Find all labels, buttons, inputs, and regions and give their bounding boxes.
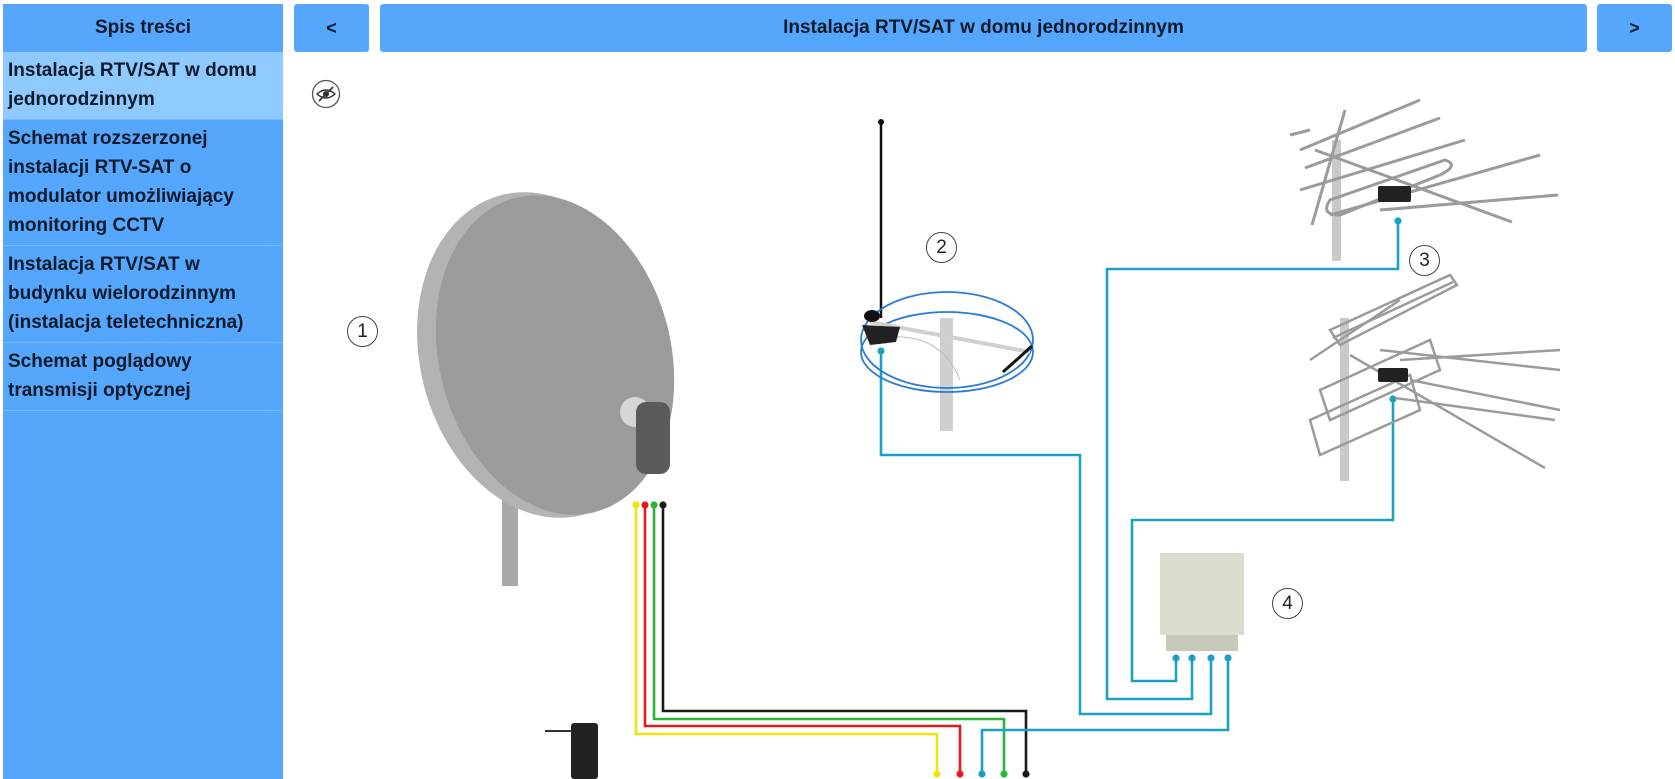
grid-antenna <box>1308 273 1561 481</box>
marker-3: 3 <box>1409 245 1440 276</box>
toc-item-4[interactable]: Schemat poglądowy transmisji optycznej <box>3 343 283 411</box>
toc-item-3[interactable]: Instalacja RTV/SAT w budynku wielorodzin… <box>3 246 283 343</box>
dvbt-antenna <box>860 119 1034 431</box>
prev-button[interactable]: < <box>294 4 369 52</box>
page-title: Instalacja RTV/SAT w domu jednorodzinnym <box>380 4 1587 52</box>
toc-item-1[interactable]: Instalacja RTV/SAT w domu jednorodzinnym <box>3 52 283 120</box>
marker-2: 2 <box>926 232 957 263</box>
power-supply <box>545 723 598 779</box>
marker-4: 4 <box>1272 588 1303 619</box>
yagi-antenna <box>1289 98 1559 261</box>
multiswitch <box>1160 553 1244 651</box>
cable-endpoints <box>632 217 1402 778</box>
satellite-dish <box>417 192 675 586</box>
marker-1: 1 <box>347 316 378 347</box>
sidebar-header: Spis treści <box>94 17 192 38</box>
toc-item-2[interactable]: Schemat rozszerzonej instalacji RTV-SAT … <box>3 120 283 246</box>
eye-slash-icon[interactable] <box>311 79 341 109</box>
cable-connections <box>634 221 1400 772</box>
sidebar: Spis treści Instalacja RTV/SAT w domu je… <box>3 4 283 779</box>
next-button[interactable]: > <box>1597 4 1672 52</box>
